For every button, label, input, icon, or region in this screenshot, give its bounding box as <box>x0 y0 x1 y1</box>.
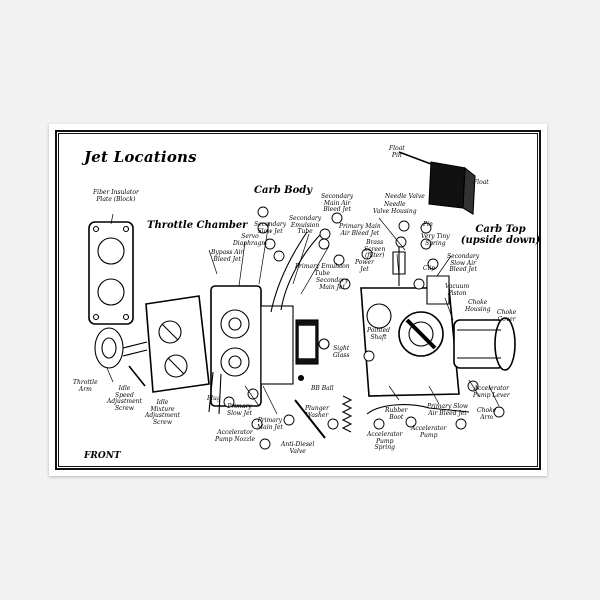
label-plunger-washer: Plunger Washer <box>305 405 329 419</box>
poster: Jet Locations FRONT Throttle Chamber Car… <box>49 124 547 476</box>
section-carb-top: Carb Top (upside down) <box>460 224 541 246</box>
label-primary-slow-air: Primary Slow Air Bleed Jet <box>427 403 469 417</box>
label-secondary-main-air: Secondary Main Air Bleed Jet <box>321 193 354 214</box>
front-label: FRONT <box>84 451 121 461</box>
label-accel-pump-lever: Accelerator Pump Lever <box>473 385 510 399</box>
throttle-chamber <box>94 295 210 393</box>
label-vacuum-piston: Vacuum Piston <box>445 283 470 297</box>
label-primary-slow-jet: Primary Slow Jet <box>227 403 253 417</box>
leader-lines <box>106 213 500 415</box>
label-clip: Clip <box>423 265 436 272</box>
fiber-insulator-plate <box>88 221 134 325</box>
label-very-tiny-spring: Very Tiny Spring <box>421 233 450 247</box>
label-plug: Plug <box>207 395 221 402</box>
label-needle-valve-housing: Needle Valve Housing <box>373 201 417 215</box>
label-sight-glass: Sight Glass <box>333 345 350 359</box>
carb-body <box>208 231 353 439</box>
label-power-jet: Power Jet <box>355 259 374 273</box>
label-primary-main-air: Primary Main Air Bleed Jet <box>339 223 381 237</box>
label-brass-screen: Brass Screen (filter) <box>364 239 386 260</box>
label-fiber-insulator: Fiber Insulator Plate (Block) <box>93 189 139 203</box>
label-secondary-main-jet: Secondary Main Jet <box>316 277 349 291</box>
carb-top <box>360 244 516 415</box>
label-secondary-emulsion: Secondary Emulsion Tube <box>289 215 322 236</box>
label-needle-valve: Needle Valve <box>385 193 425 200</box>
label-bb-ball: BB Ball <box>311 385 334 392</box>
label-accel-nozzle: Accelerator Pump Nozzle <box>215 429 255 443</box>
page-title: Jet Locations <box>84 148 197 166</box>
label-rubber-boot: Rubber Boot <box>385 407 408 421</box>
label-pointed-shaft: Pointed Shaft <box>367 327 390 341</box>
label-pin: Pin <box>423 221 433 228</box>
float <box>398 151 476 215</box>
label-float: Float <box>473 179 489 186</box>
label-servo-diaphragm: Servo Diaphragm <box>233 233 267 247</box>
label-anti-diesel: Anti-Diesel Valve <box>281 441 315 455</box>
jet-location-markers <box>223 206 505 450</box>
label-accel-pump: Accelerator Pump <box>411 425 447 439</box>
label-float-pin: Float Pin <box>389 145 405 159</box>
outer-border <box>55 130 541 470</box>
label-choke-arm: Choke Arm <box>477 407 497 421</box>
label-choke-housing: Choke Housing <box>465 299 491 313</box>
inner-border <box>58 133 538 467</box>
label-secondary-slow-air: Secondary Slow Air Bleed Jet <box>447 253 480 274</box>
label-secondary-slow-jet: Secondary Slow Jet <box>254 221 287 235</box>
label-idle-speed: Idle Speed Adjustment Screw <box>107 385 142 412</box>
carburetor-exploded-diagram <box>88 151 516 450</box>
label-accel-spring: Accelerator Pump Spring <box>367 431 403 452</box>
section-carb-body: Carb Body <box>254 185 313 196</box>
label-throttle-arm: Throttle Arm <box>73 379 98 393</box>
label-idle-mixture: Idle Mixture Adjustment Screw <box>145 399 180 426</box>
label-primary-emulsion: Primary Emulsion Tube <box>295 263 350 277</box>
label-bypass-air: Bypass Air Bleed Jet <box>211 249 244 263</box>
label-choke-cover: Choke Cover <box>497 309 517 323</box>
section-throttle-chamber: Throttle Chamber <box>147 220 248 231</box>
label-primary-main-jet: Primary Main Jet <box>257 417 283 431</box>
